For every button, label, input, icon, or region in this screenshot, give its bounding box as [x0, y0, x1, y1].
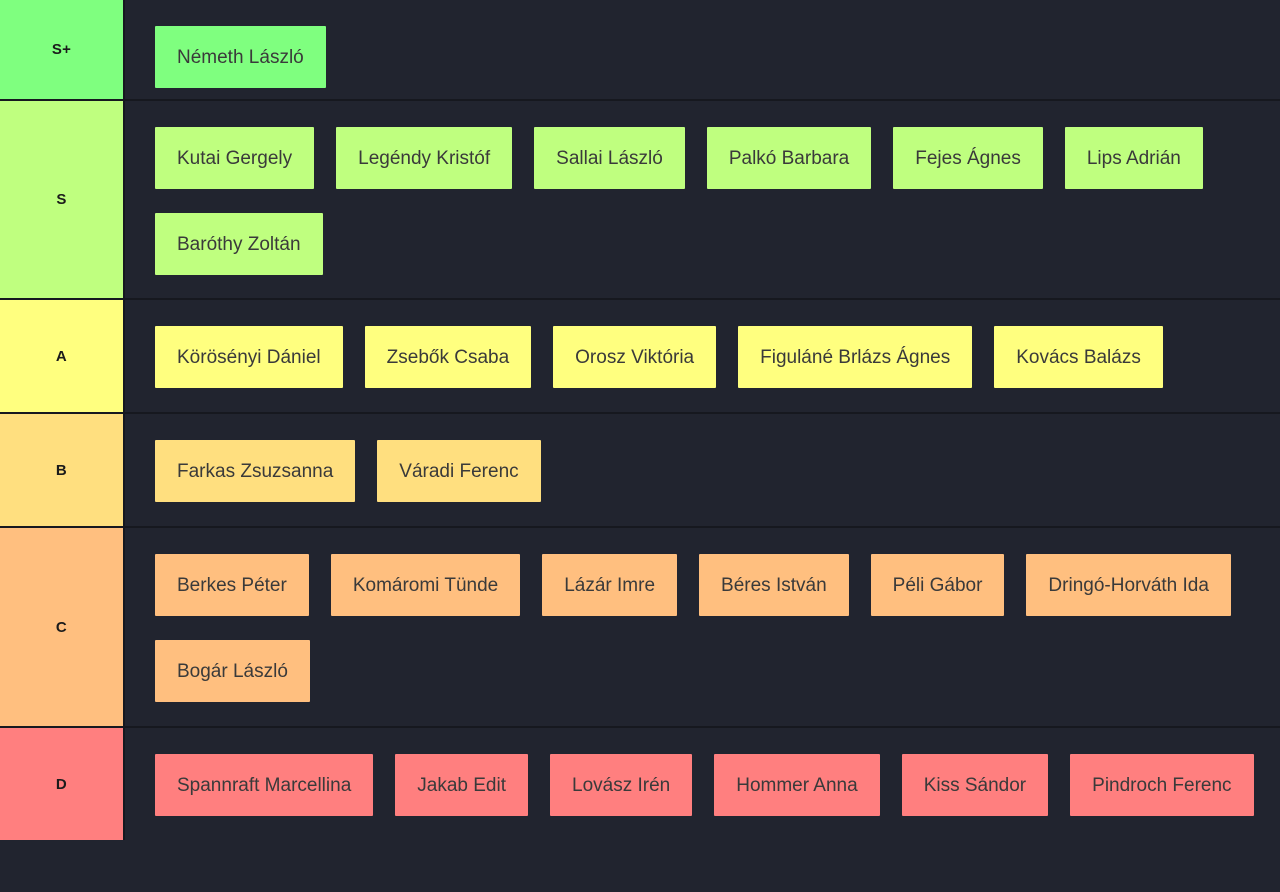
tier-items-b: Farkas Zsuzsanna Váradi Ferenc	[125, 414, 1280, 526]
tier-row-c: C Berkes Péter Komáromi Tünde Lázár Imre Bér…	[0, 528, 1280, 728]
tier-label-c[interactable]: C	[0, 528, 125, 726]
tier-item-chip[interactable]: Dringó-Horváth Ida	[1026, 554, 1231, 616]
tier-item-chip[interactable]: Hommer Anna	[714, 754, 880, 816]
tier-item-chip[interactable]: Váradi Ferenc	[377, 440, 541, 502]
tier-items-splus: Németh László	[125, 0, 1280, 99]
tier-label-d[interactable]: D	[0, 728, 125, 840]
tier-item-chip[interactable]: Sallai László	[534, 127, 685, 189]
tier-item-chip[interactable]: Palkó Barbara	[706, 127, 872, 189]
tier-row-s: S Kutai Gergely Legéndy Kristóf Sallai Lász…	[0, 101, 1280, 300]
tier-item-chip[interactable]: Figuláné Brlázs Ágnes	[738, 326, 973, 388]
tier-label-a[interactable]: A	[0, 300, 125, 412]
tier-item-chip[interactable]: Baróthy Zoltán	[155, 213, 323, 275]
tier-item-chip[interactable]: Berkes Péter	[155, 554, 309, 616]
tier-row-b: B Farkas Zsuzsanna Váradi Ferenc	[0, 414, 1280, 528]
tier-item-chip[interactable]: Fejes Ágnes	[893, 127, 1043, 189]
tier-items-s: Kutai Gergely Legéndy Kristóf Sallai Lászl…	[125, 101, 1280, 298]
tier-label-splus[interactable]: S+	[0, 0, 125, 99]
tier-item-chip[interactable]: Körösényi Dániel	[155, 326, 343, 388]
tier-item-chip[interactable]: Kovács Balázs	[994, 326, 1163, 388]
tier-item-chip[interactable]: Lovász Irén	[550, 754, 693, 816]
tier-row-a: A Körösényi Dániel Zsebők Csaba Orosz Viktó…	[0, 300, 1280, 414]
tier-item-chip[interactable]: Kiss Sándor	[901, 754, 1049, 816]
tier-label-s[interactable]: S	[0, 101, 125, 298]
tier-item-chip[interactable]: Kutai Gergely	[155, 127, 315, 189]
tier-items-c: Berkes Péter Komáromi Tünde Lázár Imre Bére…	[125, 528, 1280, 726]
tier-item-chip[interactable]: Spannraft Marcellina	[155, 754, 374, 816]
tier-item-chip[interactable]: Lips Adrián	[1064, 127, 1203, 189]
tier-item-chip[interactable]: Péli Gábor	[870, 554, 1005, 616]
tier-item-chip[interactable]: Bogár László	[155, 640, 310, 702]
tier-row-d: D Spannraft Marcellina Jakab Edit Lovász Ir…	[0, 728, 1280, 840]
tier-item-chip[interactable]: Németh László	[155, 26, 326, 88]
tier-label-b[interactable]: B	[0, 414, 125, 526]
tier-item-chip[interactable]: Orosz Viktória	[553, 326, 717, 388]
tier-item-chip[interactable]: Komáromi Tünde	[330, 554, 521, 616]
tier-row-splus: S+ Németh László	[0, 0, 1280, 101]
tier-items-a: Körösényi Dániel Zsebők Csaba Orosz Viktór…	[125, 300, 1280, 412]
tier-items-d: Spannraft Marcellina Jakab Edit Lovász Iré…	[125, 728, 1280, 840]
tier-item-chip[interactable]: Legéndy Kristóf	[336, 127, 513, 189]
tier-item-chip[interactable]: Lázár Imre	[542, 554, 678, 616]
tier-item-chip[interactable]: Jakab Edit	[395, 754, 528, 816]
tier-item-chip[interactable]: Pindroch Ferenc	[1070, 754, 1254, 816]
tier-item-chip[interactable]: Farkas Zsuzsanna	[155, 440, 356, 502]
tier-item-chip[interactable]: Béres István	[699, 554, 849, 616]
tier-item-chip[interactable]: Zsebők Csaba	[364, 326, 532, 388]
